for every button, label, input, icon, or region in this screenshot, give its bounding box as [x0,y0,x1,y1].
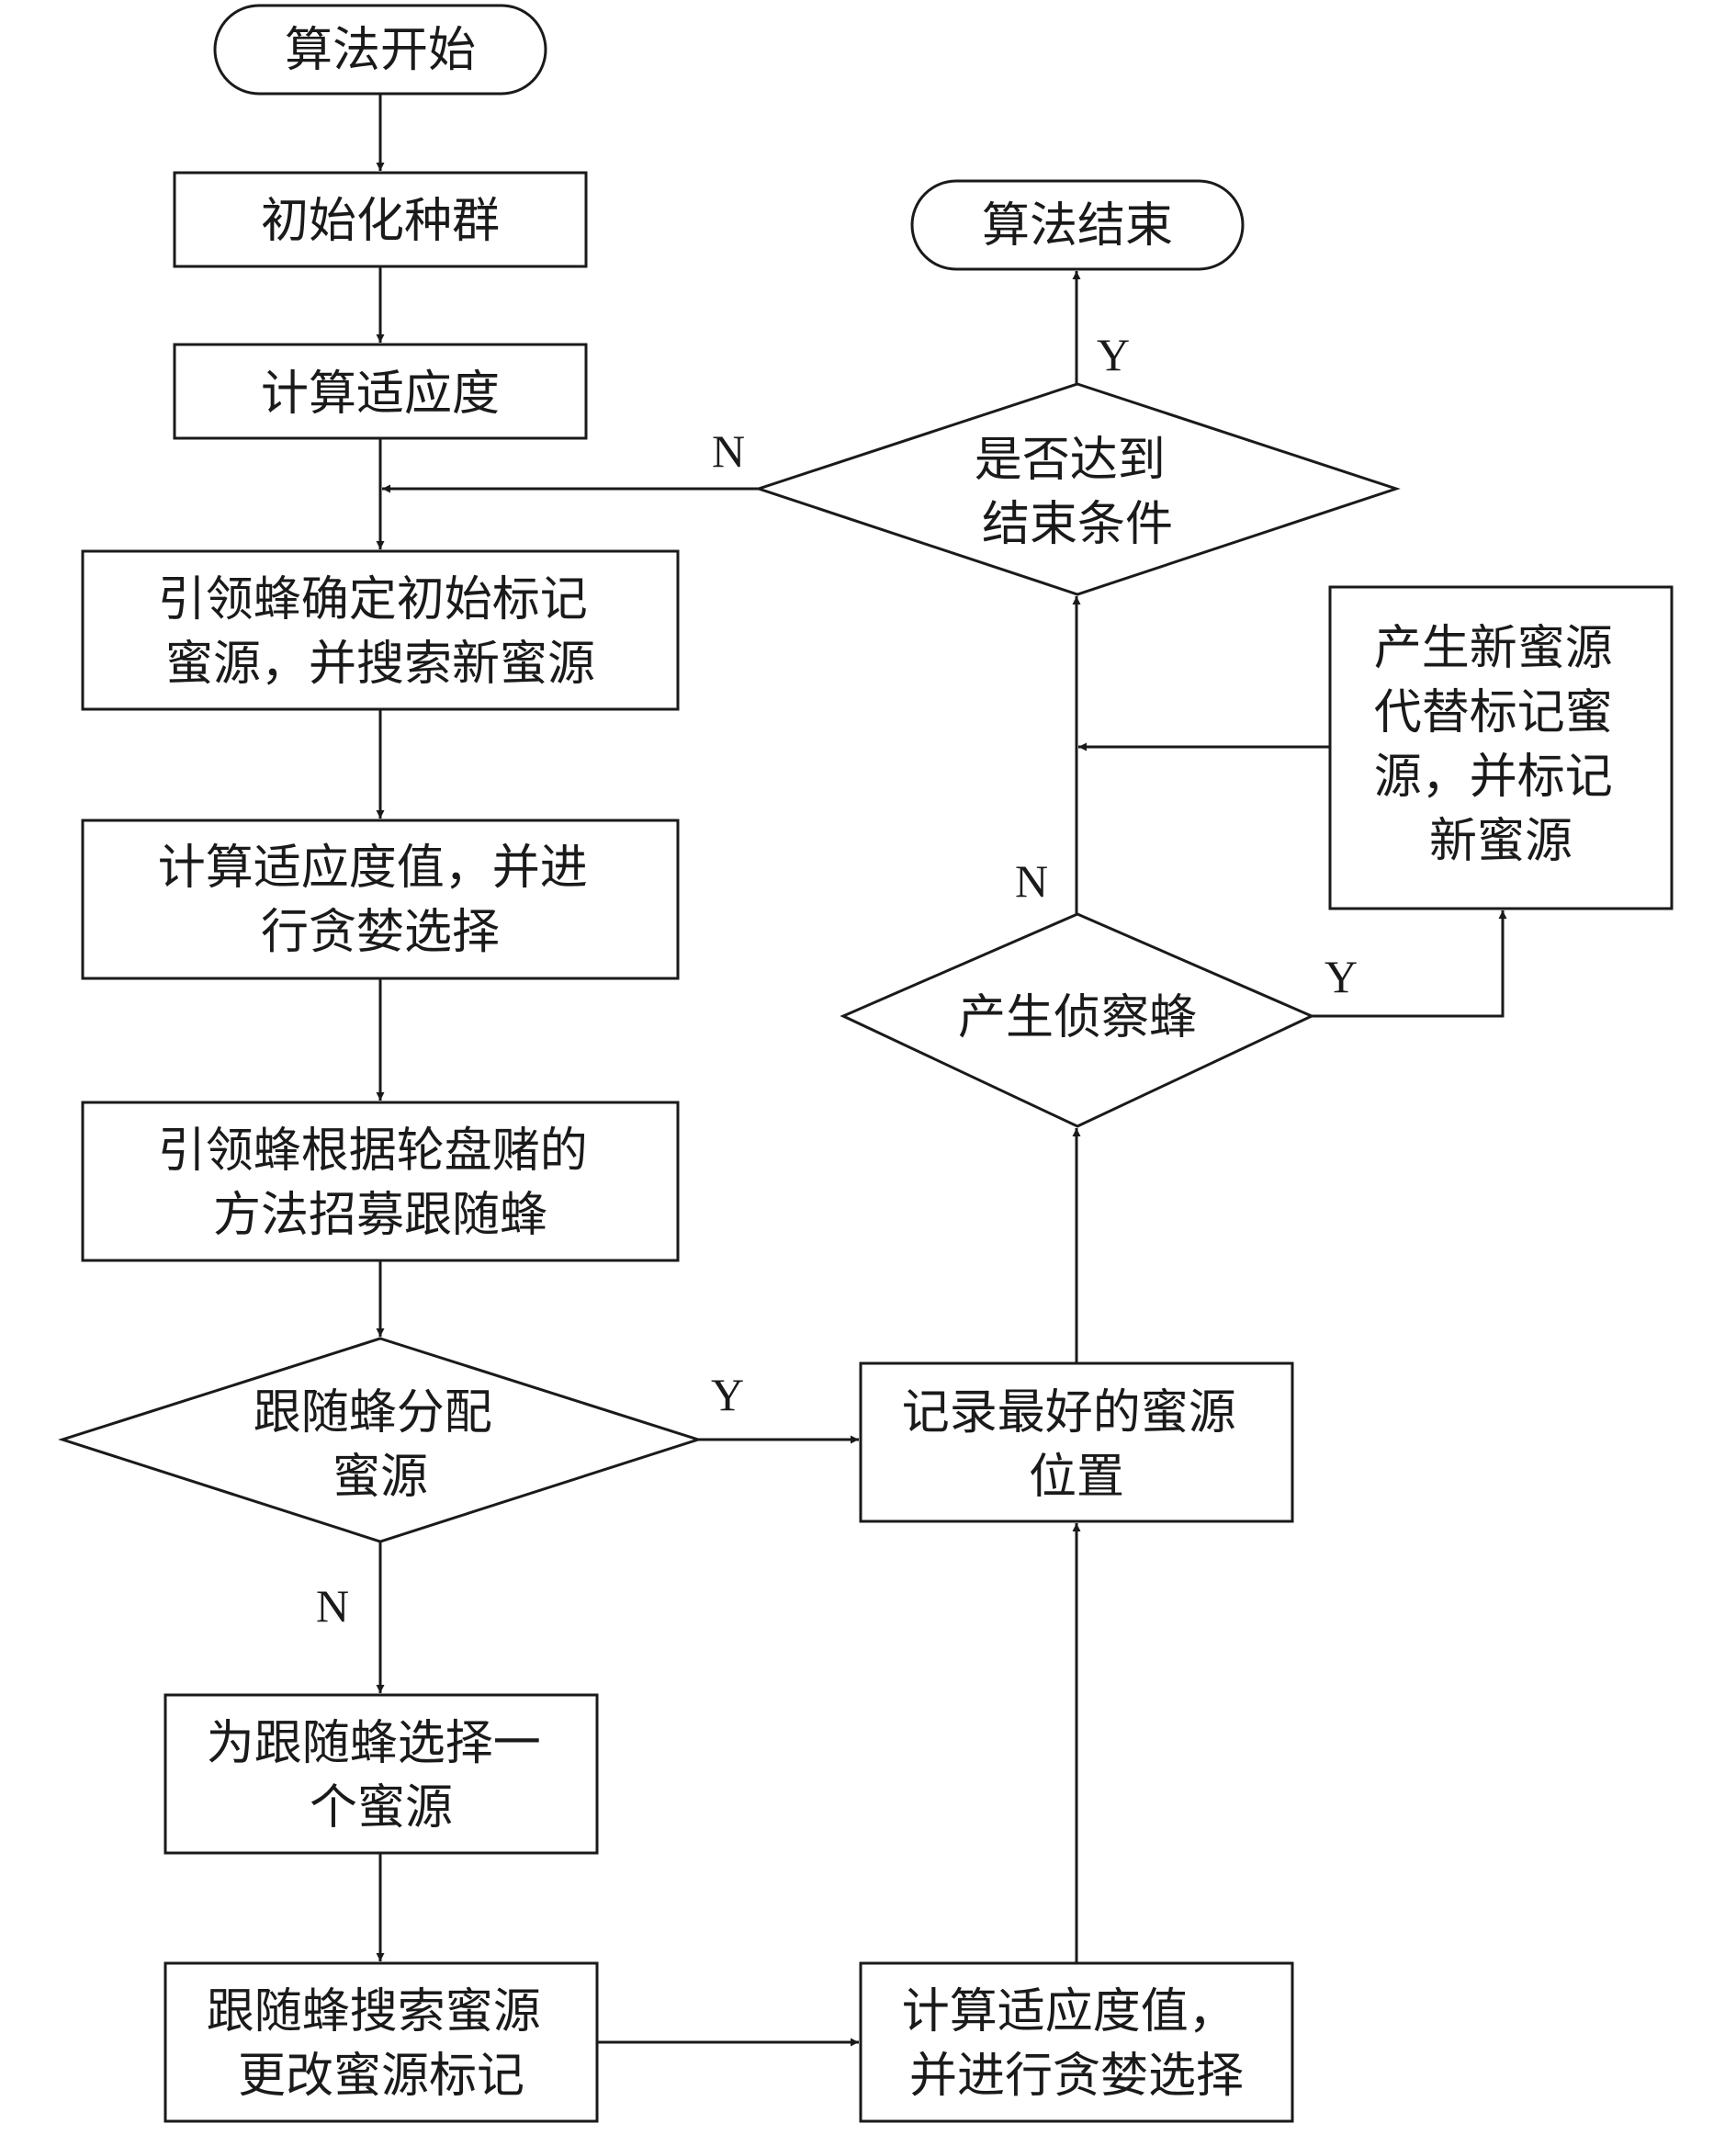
assign-label: 跟随蜂分配 蜜源 [254,1385,508,1505]
replace-label: 产生新蜜源 代替标记蜜 源，并标记 新蜜源 [1374,621,1629,869]
fitness-label: 计算适应度 [261,367,500,422]
fitness-greedy-1-label: 计算适应度值，并进 行贪婪选择 [158,841,603,960]
choose-node [163,1693,599,1855]
fitness-greedy-2-label: 计算适应度值， 并进行贪婪选择 [902,1984,1252,2104]
init-node [173,171,588,268]
start-label: 算法开始 [285,23,476,78]
end-label: 算法结束 [982,198,1173,254]
lead-search-label: 引领蜂确定初始标记 蜜源，并搜索新蜜源 [158,572,603,692]
edge-label-check-no: N [712,425,745,477]
fitness-greedy-2-node [859,1961,1294,2123]
end-check-label: 是否达到 结束条件 [975,433,1181,552]
record-best-node [859,1361,1294,1523]
edge-label-assign-no: N [316,1580,349,1632]
edge-label-assign-yes: Y [711,1369,744,1420]
record-best-label: 记录最好的蜜源 位置 [902,1385,1252,1505]
recruit-label: 引领蜂根据轮盘赌的 方法招募跟随蜂 [158,1124,603,1243]
follow-search-label: 跟随蜂搜索蜜源 更改蜜源标记 [207,1984,557,2104]
edge-label-scout-yes: Y [1325,951,1358,1002]
arrow-scout-replace [1312,910,1507,1018]
lead-search-node [81,549,680,711]
end-node [910,179,1245,271]
edge-label-check-yes: Y [1097,329,1130,380]
scout-label: 产生侦察蜂 [958,990,1197,1045]
init-label: 初始化种群 [261,194,500,249]
fitness-node [173,343,588,440]
end-check-node [754,382,1401,596]
choose-label: 为跟随蜂选择一 个蜜源 [207,1716,557,1836]
edge-label-scout-no: N [1015,855,1048,907]
scout-node [840,912,1315,1128]
replace-node [1328,585,1674,910]
fitness-greedy-1-node [81,819,680,980]
follow-search-node [163,1961,599,2123]
